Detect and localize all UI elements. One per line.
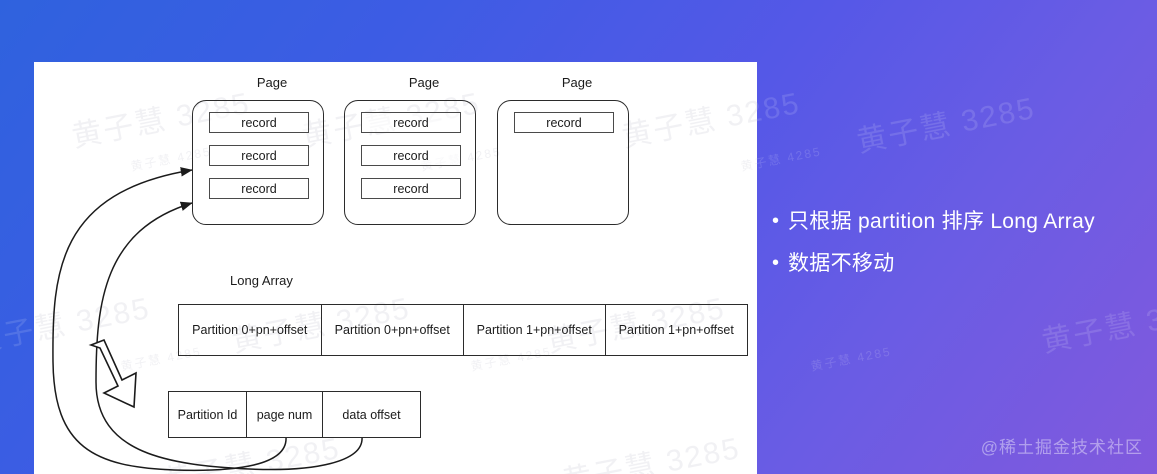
record-box: record (209, 178, 309, 199)
record-box: record (361, 112, 461, 133)
entry-detail-cell: Partition Id (169, 392, 247, 437)
record-box: record (361, 178, 461, 199)
record-box: record (209, 112, 309, 133)
bullet-list: • 只根据 partition 排序 Long Array • 数据不移动 (772, 208, 1157, 292)
watermark-text: 黄子慧 3285 (854, 91, 1039, 159)
corner-watermark: @稀土掘金技术社区 (980, 438, 1143, 457)
bullet-item: • 只根据 partition 排序 Long Array (772, 208, 1157, 236)
long-array-label: Long Array (230, 273, 293, 288)
page-box-2: record record record (344, 100, 476, 225)
long-array-cell: Partition 0+pn+offset (179, 305, 322, 355)
long-array-cell: Partition 1+pn+offset (618, 323, 734, 337)
page-label-2: Page (408, 75, 440, 90)
record-box: record (209, 145, 309, 166)
watermark-text-small: 黄子慧 4285 (809, 344, 893, 374)
architecture-diagram: Page Page Page record record record reco… (34, 62, 757, 474)
page-label-1: Page (256, 75, 288, 90)
bullet-text: 只根据 partition 排序 Long Array (788, 210, 1095, 233)
connector-arrows (52, 167, 363, 472)
page-box-1: record record record (192, 100, 324, 225)
entry-detail-row: Partition Id page num data offset (168, 391, 421, 438)
long-array-cell: Partition 0+pn+offset (322, 305, 464, 355)
arrow-data-offset-to-record (95, 201, 363, 471)
down-arrow-icon (88, 338, 137, 409)
entry-detail-cell: page num (247, 392, 323, 437)
bullet-marker-icon: • (772, 252, 780, 274)
entry-detail-cell: data offset (342, 407, 401, 422)
bullet-text: 数据不移动 (788, 252, 895, 275)
record-box: record (514, 112, 614, 133)
record-box: record (361, 145, 461, 166)
long-array-row: Partition 0+pn+offset Partition 0+pn+off… (178, 304, 748, 356)
page-box-3: record (497, 100, 629, 225)
bullet-marker-icon: • (772, 210, 780, 232)
long-array-cell: Partition 1+pn+offset (464, 305, 606, 355)
bullet-item: • 数据不移动 (772, 250, 1157, 278)
watermark-text: 黄子慧 3285 (1039, 291, 1157, 359)
page-label-3: Page (561, 75, 593, 90)
